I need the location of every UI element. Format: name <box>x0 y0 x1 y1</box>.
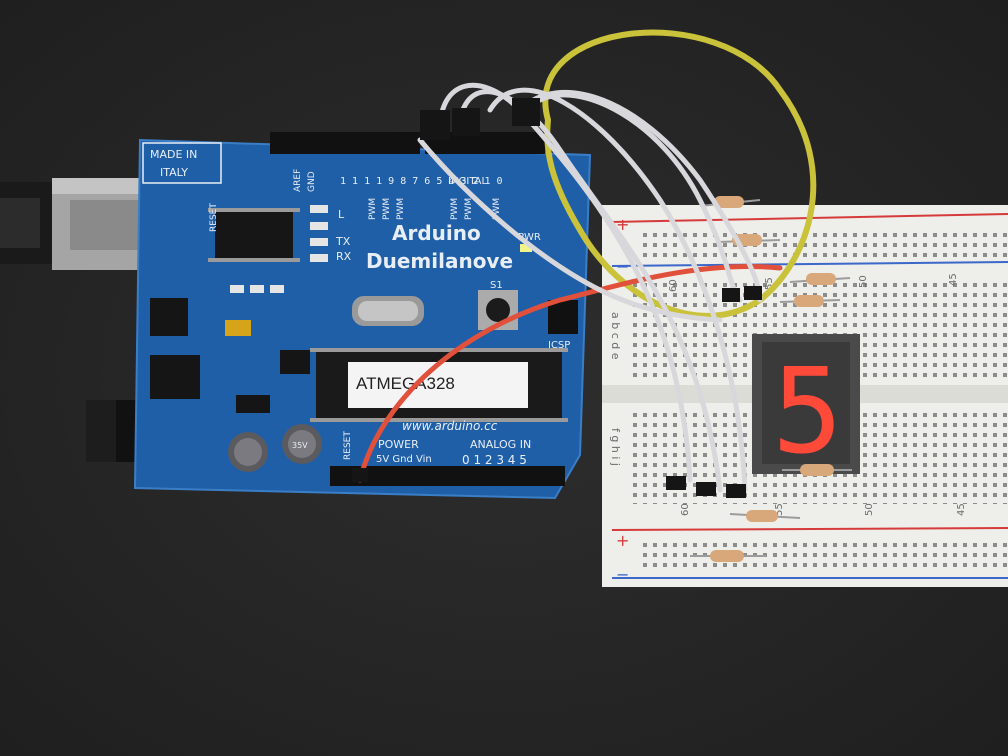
reset-pin-label: RESET <box>343 431 353 460</box>
tantalum-cap <box>225 320 251 336</box>
icsp-label: ICSP <box>548 340 570 351</box>
row-labels-bottom: f g h i j <box>609 428 622 466</box>
pwm-label-6: PWM <box>492 198 502 220</box>
breadboard: + − + − a b c d e f g h i j 60 55 50 45 … <box>602 205 1008 587</box>
pwr-label: PWR <box>518 232 541 243</box>
wire-white-2 <box>457 89 723 493</box>
seven-segment-display: 5 <box>752 334 860 480</box>
gnd-label: GND <box>307 171 317 192</box>
bottom-plus-label: + <box>616 531 629 550</box>
row-labels-top: a b c d e <box>609 312 622 360</box>
top-minus-label: − <box>616 257 629 276</box>
s1-label: S1 <box>490 280 503 291</box>
regulator-small <box>150 298 188 336</box>
resistor-4 <box>779 295 841 307</box>
top-minus-rail-line <box>611 261 1008 267</box>
resistor-5 <box>782 464 852 476</box>
digital-header-right <box>425 132 545 154</box>
italy-label: ITALY <box>160 166 188 179</box>
reset-label: RESET <box>209 203 219 232</box>
resistor-1 <box>699 196 761 208</box>
top-rail-holes <box>640 228 1008 258</box>
display-digit: 5 <box>772 342 843 480</box>
icsp-header <box>548 300 578 334</box>
rx-label: RX <box>336 250 352 263</box>
pwm-label-1: PWM <box>368 198 378 220</box>
wire-white-1 <box>437 82 693 483</box>
pwm-label-2: PWM <box>382 198 392 220</box>
chip-sticker <box>348 362 528 408</box>
power-pin-labels: 5V Gnd Vin <box>376 454 432 465</box>
analog-label: ANALOG IN <box>470 438 531 451</box>
col-label-top-60: 60 <box>668 279 679 292</box>
col-label-top-55: 55 <box>764 277 775 290</box>
wire-ends <box>352 98 762 498</box>
arduino-board: MADE IN ITALY 35V S1 I <box>133 132 592 500</box>
power-header <box>330 466 455 486</box>
digital-label: DIGITAL <box>448 176 488 187</box>
voltage-regulator <box>150 355 200 399</box>
wire-white-3 <box>487 87 748 493</box>
pwr-led <box>520 244 532 252</box>
pwm-label-4: PWM <box>450 198 460 220</box>
digital-pin-numbers: 1 1 1 1 9 8 7 6 5 4 3 2 1 0 <box>340 176 503 187</box>
tx-label: TX <box>335 235 351 248</box>
resistor-6 <box>729 510 801 522</box>
col-label-bottom-60: 60 <box>680 503 691 516</box>
jumper-wires <box>357 29 817 493</box>
wire-white-5 <box>417 137 723 323</box>
wire-white-6 <box>537 92 743 303</box>
power-label: POWER <box>378 438 419 451</box>
wire-yellow <box>542 29 817 319</box>
pwm-label-3: PWM <box>396 198 406 220</box>
analog-pin-labels: 0 1 2 3 4 5 <box>462 453 527 467</box>
resistors <box>690 196 852 562</box>
analog-header <box>455 466 565 486</box>
col-label-bottom-55: 55 <box>774 503 785 516</box>
capacitor-label: 35V <box>292 441 308 450</box>
resistor-3 <box>789 273 851 285</box>
resistor-7 <box>690 550 766 562</box>
model-label: Duemilanove <box>366 249 513 273</box>
made-in-label: MADE IN <box>150 148 197 161</box>
col-label-top-50: 50 <box>858 275 869 288</box>
ftdi-chip <box>215 212 293 258</box>
brand-label: Arduino <box>392 221 481 245</box>
bottom-minus-label: − <box>616 565 629 584</box>
col-label-bottom-50: 50 <box>864 503 875 516</box>
wire-red <box>357 263 783 483</box>
l-label: L <box>338 208 345 221</box>
col-label-top-45: 45 <box>948 273 959 286</box>
website-label: www.arduino.cc <box>402 419 498 433</box>
bottom-plus-rail-line <box>611 527 1008 531</box>
digital-header-left <box>270 132 420 154</box>
chip-label: ATMEGA328 <box>356 374 455 393</box>
aref-label: AREF <box>293 169 303 192</box>
top-plus-label: + <box>616 215 629 234</box>
col-label-bottom-45: 45 <box>956 503 967 516</box>
pwm-label-5: PWM <box>464 198 474 220</box>
